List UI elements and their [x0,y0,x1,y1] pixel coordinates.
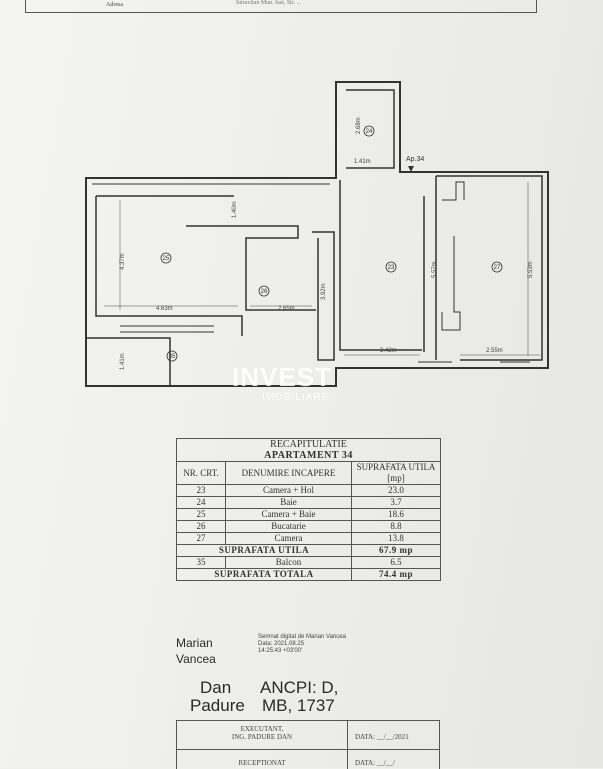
executant-label: EXECUTANT, [240,725,284,733]
cell-name: Baie [225,496,352,509]
dim-niche: 1.40m [232,201,238,218]
watermark: INVEST [232,362,332,392]
totala-value: 74.4 mp [351,568,441,581]
cell-nr: 27 [176,532,226,545]
cell-nr: 23 [176,484,226,497]
signature-first-name: Marian [176,636,213,650]
dim-balcony: 1.41m [120,353,126,370]
dim-bathroom-height: 2.68m [356,117,362,134]
dim-room27-width: 2.55m [486,348,503,354]
cell-name: Bucatarie [225,520,352,533]
address-value: Intravilan Mun. Iasi, Str. ... [236,0,301,6]
recap-table: RECAPITULATIE APARTAMENT 34 NR. CRT. DEN… [176,438,441,581]
digital-signature-text: Semnat digital de Marian Vancea [258,634,346,640]
room-label-25: 25 [163,256,170,262]
cell-area: 3.7 [351,496,441,509]
room-label-26: 26 [261,289,268,295]
date-field-2: DATA: __/__/ [355,759,395,767]
header-nr: NR. CRT. [176,461,226,485]
ancpi-line-2: MB, 1737 [262,696,335,715]
cell-name: Camera + Baie [225,508,352,521]
cell-name: Camera [225,532,352,545]
digital-signature-date: Data: 2021.08.25 [258,641,305,647]
digital-signature-note: Semnat digital de Marian Vancea Data: 20… [258,634,348,655]
cell-name: Balcon [225,556,352,569]
cell-nr: 35 [176,556,226,569]
cell-area: 8.8 [351,520,441,533]
dim-kitchen-height: 3.92m [321,283,327,300]
dim-room23-height: 5.57m [432,261,438,278]
ancpi-line-1: ANCPI: D, [260,678,339,697]
address-strip: Adresa Intravilan Mun. Iasi, Str. ... [25,0,537,13]
handwritten-name-1: Dan [200,678,232,697]
header-name: DENUMIRE INCAPERE [225,461,352,485]
cell-area: 13.8 [351,532,441,545]
watermark-sub: IMOBILIARE [262,392,330,403]
footer-box: EXECUTANT, ING. PADURE DAN DATA: __/__/2… [176,720,440,769]
outer-wall [85,81,549,387]
utila-row: SUPRAFATA UTILA 67.9 mp [176,544,441,557]
cell-nr: 25 [176,508,226,521]
totala-label: SUPRAFATA TOTALA [176,568,352,581]
utila-label: SUPRAFATA UTILA [176,544,352,557]
cell-area: 23.0 [351,484,441,497]
room-label-23: 23 [388,265,395,271]
dim-kitchen-width: 2.65m [278,306,295,312]
cell-area: 18.6 [351,508,441,521]
cell-name: Camera + Hol [225,484,352,497]
table-row: 35 Balcon 6.5 [176,556,441,569]
recap-title-line2: APARTAMENT 34 [264,450,353,461]
recap-title: RECAPITULATIE APARTAMENT 34 [176,438,441,462]
signature-last-name: Vancea [176,652,216,666]
table-row: 25 Camera + Baie 18.6 [176,508,441,521]
digital-signature-time: 14:25:43 +03'00' [258,648,303,654]
cell-area: 6.5 [351,556,441,569]
executant-block: EXECUTANT, ING. PADURE DAN [177,725,347,741]
apartment-marker-arrow [408,166,414,172]
utila-value: 67.9 mp [351,544,441,557]
address-label: Adresa [106,2,123,8]
room-label-35: 35 [169,354,176,360]
floor-plan: 24 25 26 23 27 35 Ap.34 2.68m 1.41m 1.40… [85,81,549,387]
room-label-24: 24 [366,129,373,135]
header-area: SUPRAFATA UTILA [mp] [351,461,441,485]
executant-name: ING. PADURE DAN [231,733,293,741]
totala-row: SUPRAFATA TOTALA 74.4 mp [176,568,441,581]
dim-room25-height: 4.37m [120,253,126,270]
dim-room27-height: 5.53m [528,261,534,278]
dim-room23-width: 3.42m [380,348,397,354]
dim-bathroom-width: 1.41m [354,159,371,165]
cell-nr: 24 [176,496,226,509]
bathroom-walls [346,89,395,169]
cell-nr: 26 [176,520,226,533]
table-row: 27 Camera 13.8 [176,532,441,545]
room-label-27: 27 [494,265,501,271]
dim-room25-width: 4.63m [156,306,173,312]
date-field: DATA: __/__/2021 [355,733,409,741]
handwritten-name-2: Padure [190,696,245,715]
table-row: 23 Camera + Hol 23.0 [176,484,441,497]
table-row: 26 Bucatarie 8.8 [176,520,441,533]
table-row: 24 Baie 3.7 [176,496,441,509]
recap-title-line1: RECAPITULATIE [270,439,347,450]
apartment-marker: Ap.34 [406,156,424,163]
receptionat-label: RECEPTIONAT [238,759,286,767]
